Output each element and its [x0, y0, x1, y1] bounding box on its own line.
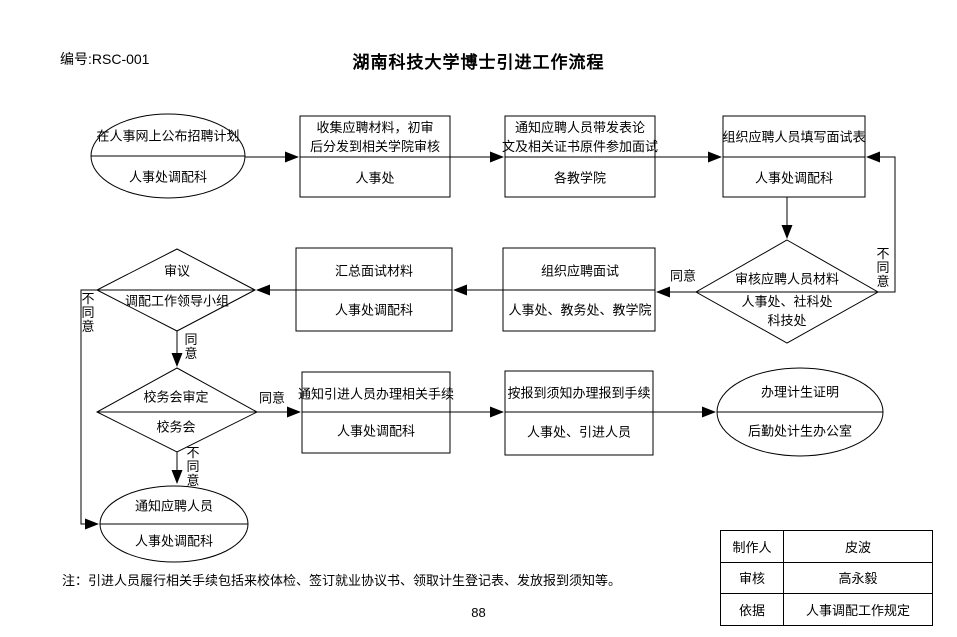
label-disagree-review: 不同意	[876, 246, 890, 289]
node-review-materials-owner: 人事处、社科处 科技处	[741, 294, 833, 328]
label-agree-review: 同意	[669, 268, 697, 284]
node-register-shape	[504, 370, 654, 456]
node-review-materials-action: 审核应聘人员材料	[734, 271, 840, 287]
node-summarize-action: 汇总面试材料	[334, 263, 414, 279]
info-value: 高永毅	[783, 561, 933, 594]
node-notify-interview-action: 通知应聘人员带发表论 文及相关证书原件参加面试	[501, 120, 659, 154]
node-council-review-action: 校务会审定	[143, 389, 209, 405]
node-family-planning-action: 办理计生证明	[760, 384, 840, 400]
table-row: 制作人 皮波	[720, 530, 933, 563]
footnote: 注：引进人员履行相关手续包括来校体检、签订就业协议书、领取计生登记表、发放报到须…	[62, 573, 622, 588]
node-notify-procedures-owner: 人事处调配科	[336, 423, 416, 439]
node-family-planning-owner: 后勤处计生办公室	[747, 423, 853, 439]
node-deliberate-owner: 调配工作领导小组	[124, 293, 230, 309]
node-publish-owner: 人事处调配科	[128, 169, 208, 185]
node-notify-applicants-owner: 人事处调配科	[134, 533, 214, 549]
info-label: 审核	[720, 561, 784, 594]
label-disagree-council: 不同意	[186, 445, 200, 488]
node-organize-interview-owner: 人事处、教务处、教学院	[508, 302, 652, 318]
node-collect-action: 收集应聘材料，初审 后分发到相关学院审核	[309, 120, 441, 154]
node-organize-interview-action: 组织应聘面试	[540, 263, 620, 279]
node-fill-form-action: 组织应聘人员填写面试表	[722, 129, 866, 145]
node-register-owner: 人事处、引进人员	[526, 424, 632, 440]
label-agree-deliberate: 同意	[184, 332, 198, 361]
node-summarize-owner: 人事处调配科	[334, 302, 414, 318]
node-notify-interview-owner: 各教学院	[553, 170, 607, 186]
doc-number: 编号:RSC-001	[60, 51, 150, 67]
edge-review-disagree-loop	[866, 151, 896, 293]
node-collect-owner: 人事处	[355, 170, 395, 186]
node-register-action: 按报到须知办理报到手续	[507, 385, 651, 401]
page-title: 湖南科技大学博士引进工作流程	[352, 53, 605, 72]
info-value: 人事调配工作规定	[783, 593, 933, 626]
node-deliberate-action: 审议	[163, 263, 191, 279]
info-label: 制作人	[720, 530, 784, 563]
label-disagree-deliberate: 不同意	[81, 291, 95, 334]
page-number: 88	[471, 605, 486, 620]
table-row: 依据 人事调配工作规定	[720, 593, 933, 626]
node-council-review-owner: 校务会	[156, 419, 196, 435]
info-table: 制作人 皮波 审核 高永毅 依据 人事调配工作规定	[720, 530, 933, 626]
info-label: 依据	[720, 593, 784, 626]
node-fill-form-owner: 人事处调配科	[754, 170, 834, 186]
table-row: 审核 高永毅	[720, 561, 933, 594]
node-notify-procedures-action: 通知引进人员办理相关手续	[297, 386, 455, 402]
node-notify-applicants-action: 通知应聘人员	[134, 498, 214, 514]
node-publish-action: 在人事网上公布招聘计划	[96, 128, 240, 144]
label-agree-council: 同意	[258, 390, 286, 406]
node-review-materials-shape	[694, 239, 880, 344]
edge-deliberate-disagree	[80, 289, 99, 530]
info-value: 皮波	[783, 530, 933, 563]
node-council-review-shape	[95, 367, 259, 453]
